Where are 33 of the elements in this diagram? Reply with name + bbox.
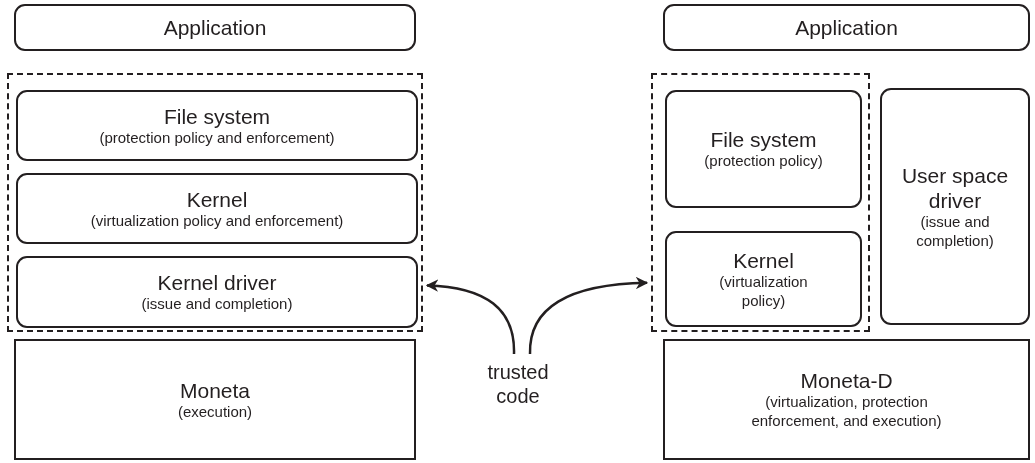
layer-box [16, 173, 418, 244]
layer-description: (virtualization policy) [718, 272, 809, 311]
layer-description: (issue and completion) [141, 295, 293, 314]
annotation-text: trusted code [486, 360, 550, 408]
dashed-boundary-box [651, 73, 870, 332]
layer-box [14, 339, 416, 460]
layer-description: (virtualization policy and enforcement) [90, 211, 344, 231]
layer-description: (issue and completion) [915, 212, 995, 251]
layer-title: Moneta [179, 377, 250, 403]
layer-title: Kernel [733, 247, 794, 273]
layer-box [665, 90, 862, 208]
layer-title: Application [795, 14, 898, 41]
layer-title: File system [710, 127, 817, 153]
layer-box [16, 90, 418, 161]
layer-title: Kernel driver [157, 270, 277, 296]
curved-arrow [425, 279, 516, 355]
layer-box [665, 231, 862, 327]
layer-description: (virtualization, protection enforcement, and execution) [750, 393, 943, 431]
layer-box [16, 256, 418, 328]
dashed-boundary-box [7, 73, 423, 332]
layer-title: User space driver [900, 162, 1010, 213]
layer-box [663, 339, 1030, 460]
layer-box [663, 4, 1030, 51]
layer-box [14, 4, 416, 51]
layer-description: (execution) [177, 402, 253, 422]
layer-title: Application [163, 14, 267, 41]
layer-title: File system [163, 103, 271, 129]
layer-description: (protection policy) [704, 152, 823, 171]
layer-box [880, 88, 1030, 325]
curved-arrow [528, 277, 649, 355]
layer-description: (protection policy and enforcement) [99, 128, 335, 148]
layer-title: Moneta-D [800, 368, 893, 394]
layer-title: Kernel [186, 186, 248, 212]
